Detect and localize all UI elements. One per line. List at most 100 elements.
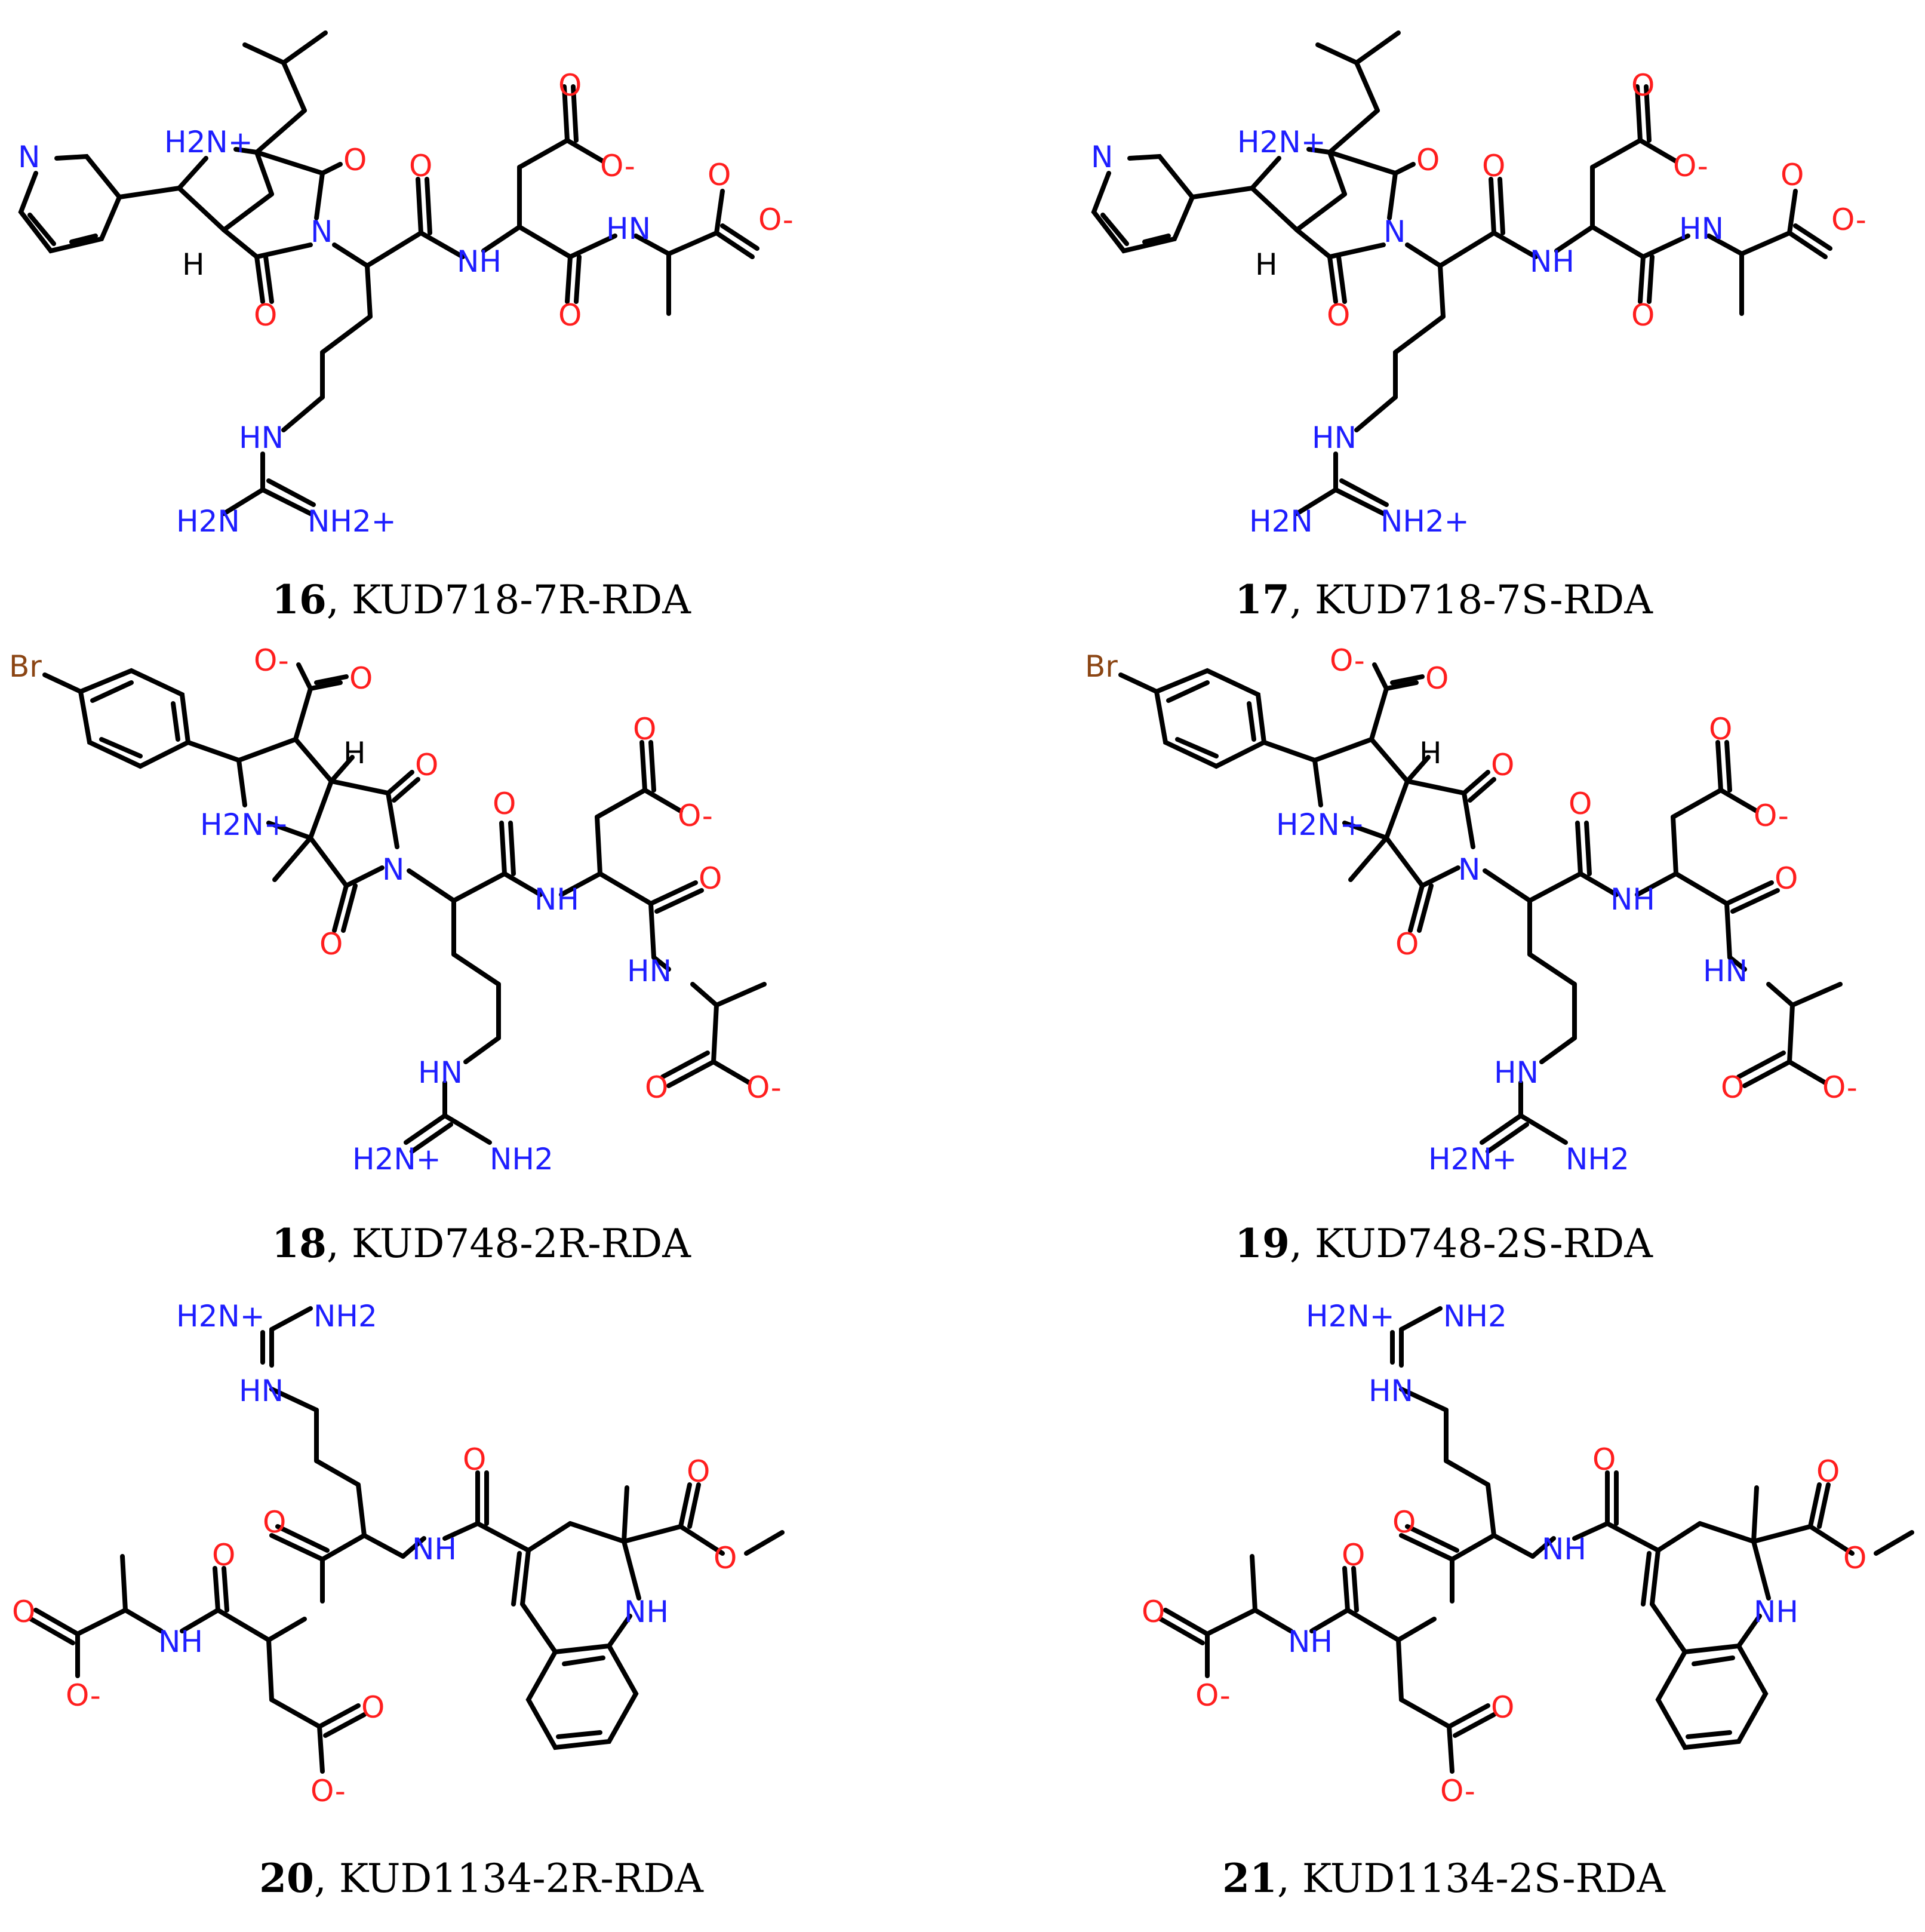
atom-label: O xyxy=(1569,787,1592,821)
atom-label: O xyxy=(1327,298,1350,333)
atom-label: H xyxy=(1419,736,1442,770)
atom-label: NH xyxy=(1288,1624,1333,1659)
atom-label: O- xyxy=(1195,1678,1231,1713)
compound-name: KUD718-7R-RDA xyxy=(351,577,691,623)
atom-label: N xyxy=(1383,214,1406,249)
atom-label: O xyxy=(361,1690,385,1725)
compound-number: 17 xyxy=(1235,576,1290,623)
atom-label: O- xyxy=(254,644,289,678)
compound-panel-20: H2N+ NH2 HN O O O NH O NH O NH O O- O O-… xyxy=(0,1288,963,1931)
atom-label: N xyxy=(18,140,40,174)
atoms-21: H2N+ NH2 HN O O O NH O NH O NH O O- O O- xyxy=(1142,1299,1866,1808)
compound-caption-21: 21, KUD1134-2S-RDA xyxy=(1222,1855,1665,1902)
atom-label: HN xyxy=(627,954,672,988)
atom-label: H2N+ xyxy=(1276,807,1365,842)
compound-panel-19: Br O- O H O H2N+ N O O NH O O- O HN O O-… xyxy=(963,644,1925,1288)
compound-caption-17: 17, KUD718-7S-RDA xyxy=(1235,576,1653,623)
compound-number: 19 xyxy=(1235,1220,1290,1267)
atom-label: O xyxy=(1142,1595,1165,1629)
atom-label: H2N+ xyxy=(352,1142,441,1177)
atom-label: O xyxy=(1709,712,1732,747)
atom-label: O- xyxy=(1673,149,1708,183)
atom-label: O xyxy=(1395,927,1419,962)
atom-label: O xyxy=(263,1505,286,1540)
atom-label: O xyxy=(633,712,656,747)
atom-label: HN xyxy=(1679,211,1724,246)
atom-label: O xyxy=(558,298,582,333)
atom-label: O xyxy=(687,1454,710,1489)
compound-panel-16: N H2N+ O N O NH O O- HN O O- O O HN H2N … xyxy=(0,0,963,644)
atom-label: N xyxy=(382,852,404,887)
atom-label: O xyxy=(1425,661,1449,696)
atom-label: O xyxy=(1775,861,1798,896)
compound-caption-19: 19, KUD748-2S-RDA xyxy=(1235,1220,1653,1267)
compound-caption-18: 18, KUD748-2R-RDA xyxy=(272,1220,691,1267)
atom-label: H2N xyxy=(1249,504,1313,539)
compound-number: 16 xyxy=(272,576,327,623)
atom-label: NH xyxy=(1610,882,1655,917)
atom-label: O xyxy=(645,1070,668,1105)
bonds-16 xyxy=(18,30,759,516)
compound-panel-18: Br O- O H O H2N+ N O O NH O O- O HN O O-… xyxy=(0,644,963,1288)
atom-label: NH xyxy=(1754,1595,1798,1629)
atoms-17: N H2N+ O N O NH O O- HN O O- O O HN H2N … xyxy=(1091,68,1866,539)
atom-label: HN xyxy=(239,420,284,455)
atom-label: O- xyxy=(1440,1774,1475,1808)
atom-label: O xyxy=(1342,1538,1365,1572)
atoms-20: H2N+ NH2 HN O O O NH O NH O NH O O- O O- xyxy=(12,1299,737,1808)
atom-label: NH xyxy=(457,244,502,279)
atom-label: O- xyxy=(1754,798,1789,833)
compound-name: KUD1134-2R-RDA xyxy=(339,1856,703,1902)
atom-label: O xyxy=(415,748,438,782)
atom-label: O- xyxy=(678,798,713,833)
atom-label: NH2 xyxy=(1566,1142,1629,1177)
atom-label: O xyxy=(699,861,722,896)
compound-caption-16: 16, KUD718-7R-RDA xyxy=(272,576,691,623)
atom-label: H xyxy=(182,247,205,282)
atom-label: NH xyxy=(624,1595,669,1629)
atom-label: NH xyxy=(1542,1532,1586,1567)
atom-label: O xyxy=(493,787,516,821)
atom-label: O xyxy=(409,149,432,183)
atom-label: O xyxy=(1843,1541,1866,1575)
structure-20: H2N+ NH2 HN O O O NH O NH O NH O O- O O- xyxy=(12,1299,785,1808)
bonds-17 xyxy=(1091,30,1832,516)
atom-label: H2N+ xyxy=(164,125,253,159)
atom-label: O xyxy=(1816,1454,1840,1489)
atom-label: H2N+ xyxy=(176,1299,265,1334)
atom-label: NH2+ xyxy=(1380,504,1469,539)
structure-19: Br O- O H O H2N+ N O O NH O O- O HN O O-… xyxy=(1085,644,1858,1177)
atom-label: N xyxy=(1091,140,1113,174)
compound-panel-21: H2N+ NH2 HN O O O NH O NH O NH O O- O O-… xyxy=(963,1288,1925,1931)
atom-label: H2N+ xyxy=(1237,125,1326,159)
compound-name: KUD1134-2S-RDA xyxy=(1302,1856,1665,1902)
atom-label: O xyxy=(1392,1505,1416,1540)
compound-number: 20 xyxy=(259,1855,314,1902)
bonds-19 xyxy=(1118,662,1843,1154)
atom-label: O- xyxy=(1822,1070,1858,1105)
compound-number: 21 xyxy=(1222,1855,1277,1902)
atom-label: O xyxy=(343,143,367,177)
atom-label: NH xyxy=(158,1624,203,1659)
atom-label: O xyxy=(349,661,373,696)
bonds-18 xyxy=(42,662,767,1154)
atom-label: O- xyxy=(600,149,635,183)
compound-panel-17: N H2N+ O N O NH O O- HN O O- O O HN H2N … xyxy=(963,0,1925,644)
atom-label: O- xyxy=(66,1678,101,1713)
atom-label: O xyxy=(1631,68,1655,103)
atom-label: HN xyxy=(239,1374,284,1408)
atom-label: O xyxy=(254,298,277,333)
atom-label: NH xyxy=(412,1532,457,1567)
atom-label: Br xyxy=(1085,649,1118,684)
atom-label: N xyxy=(310,214,333,249)
atom-label: HN xyxy=(418,1055,463,1090)
compound-caption-20: 20, KUD1134-2R-RDA xyxy=(259,1855,703,1902)
atom-label: O xyxy=(1482,149,1505,183)
atom-label: NH2 xyxy=(313,1299,377,1334)
atom-label: HN xyxy=(1312,420,1357,455)
structure-17: N H2N+ O N O NH O O- HN O O- O O HN H2N … xyxy=(1091,30,1866,539)
compound-number: 18 xyxy=(272,1220,327,1267)
atom-label: N xyxy=(1458,852,1480,887)
atom-label: O xyxy=(12,1595,35,1629)
